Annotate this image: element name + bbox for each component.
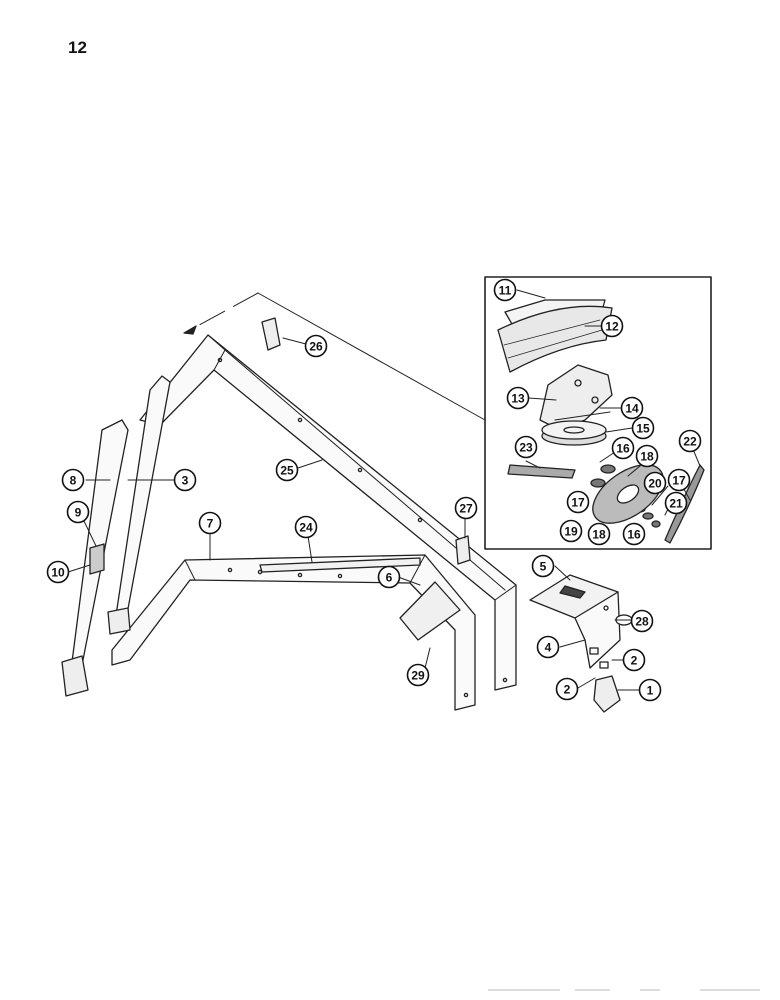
direction-arrow (189, 292, 259, 331)
cross-brace (259, 557, 421, 573)
top-bracket (261, 317, 281, 351)
svg-text:12: 12 (605, 320, 619, 334)
callout-21: 21 (664, 491, 688, 515)
main-frame-a (139, 334, 517, 691)
svg-text:19: 19 (564, 525, 578, 539)
lower-frame-b (111, 554, 476, 711)
strut-8 (61, 419, 129, 697)
svg-text:25: 25 (280, 464, 294, 478)
bracket-part (539, 364, 613, 431)
scraper-part (507, 464, 576, 479)
callout-16: 16 (622, 522, 646, 546)
callout-4: 4 (536, 635, 560, 659)
svg-text:16: 16 (627, 528, 641, 542)
inner-support (399, 581, 461, 641)
svg-text:4: 4 (545, 641, 552, 655)
svg-text:5: 5 (540, 560, 547, 574)
pulley-part (541, 411, 611, 446)
side-bracket (455, 535, 471, 565)
callout-23: 23 (514, 435, 538, 459)
svg-text:14: 14 (625, 402, 639, 416)
detail-inset-frame (484, 276, 712, 550)
callout-7: 7 (198, 511, 222, 535)
callout-10: 10 (46, 560, 70, 584)
svg-text:23: 23 (519, 441, 533, 455)
svg-text:20: 20 (648, 477, 662, 491)
callout-18: 18 (635, 444, 659, 468)
callout-24: 24 (294, 515, 318, 539)
callout-13: 13 (506, 386, 530, 410)
callout-20: 20 (643, 471, 667, 495)
callouts: 1 2 2 3 4 5 6 7 8 9 10 11 12 13 14 15 16… (46, 278, 702, 702)
inset-leader-line (257, 292, 486, 421)
svg-text:8: 8 (70, 474, 77, 488)
callout-26: 26 (304, 334, 328, 358)
svg-text:15: 15 (636, 422, 650, 436)
svg-text:3: 3 (182, 474, 189, 488)
page-number: 12 (68, 38, 87, 57)
svg-text:16: 16 (616, 442, 630, 456)
callout-17: 17 (667, 468, 691, 492)
callout-2: 2 (622, 648, 646, 672)
svg-text:22: 22 (683, 435, 697, 449)
svg-text:10: 10 (51, 566, 65, 580)
svg-text:7: 7 (207, 517, 214, 531)
callout-2: 2 (555, 677, 579, 701)
svg-text:21: 21 (669, 497, 683, 511)
svg-text:28: 28 (635, 615, 649, 629)
svg-text:18: 18 (640, 450, 654, 464)
svg-text:17: 17 (672, 474, 686, 488)
svg-text:11: 11 (499, 284, 512, 298)
svg-text:9: 9 (75, 506, 82, 520)
callout-15: 15 (631, 416, 655, 440)
callout-18: 18 (587, 522, 611, 546)
svg-text:6: 6 (386, 571, 393, 585)
svg-text:2: 2 (564, 683, 571, 697)
callout-8: 8 (61, 468, 85, 492)
callout-25: 25 (275, 458, 299, 482)
mount-assembly (529, 574, 633, 713)
callout-1: 1 (638, 678, 662, 702)
callout-19: 19 (559, 519, 583, 543)
svg-text:27: 27 (459, 502, 473, 516)
svg-text:17: 17 (571, 496, 585, 510)
callout-11: 11 (493, 278, 517, 302)
callout-14: 14 (620, 396, 644, 420)
svg-text:2: 2 (631, 654, 638, 668)
svg-text:13: 13 (511, 392, 525, 406)
svg-text:29: 29 (411, 669, 425, 683)
svg-text:26: 26 (309, 340, 323, 354)
callout-5: 5 (531, 554, 555, 578)
callout-3: 3 (173, 468, 197, 492)
callout-6: 6 (377, 565, 401, 589)
strut-3 (107, 375, 171, 635)
shield-part (497, 299, 613, 373)
callout-12: 12 (600, 314, 624, 338)
callout-28: 28 (630, 609, 654, 633)
callout-9: 9 (66, 500, 90, 524)
svg-text:18: 18 (592, 528, 606, 542)
callout-16: 16 (611, 436, 635, 460)
callout-17: 17 (566, 490, 590, 514)
callout-27: 27 (454, 496, 478, 520)
svg-text:1: 1 (647, 684, 654, 698)
svg-text:24: 24 (299, 521, 313, 535)
callout-22: 22 (678, 429, 702, 453)
callout-29: 29 (406, 663, 430, 687)
